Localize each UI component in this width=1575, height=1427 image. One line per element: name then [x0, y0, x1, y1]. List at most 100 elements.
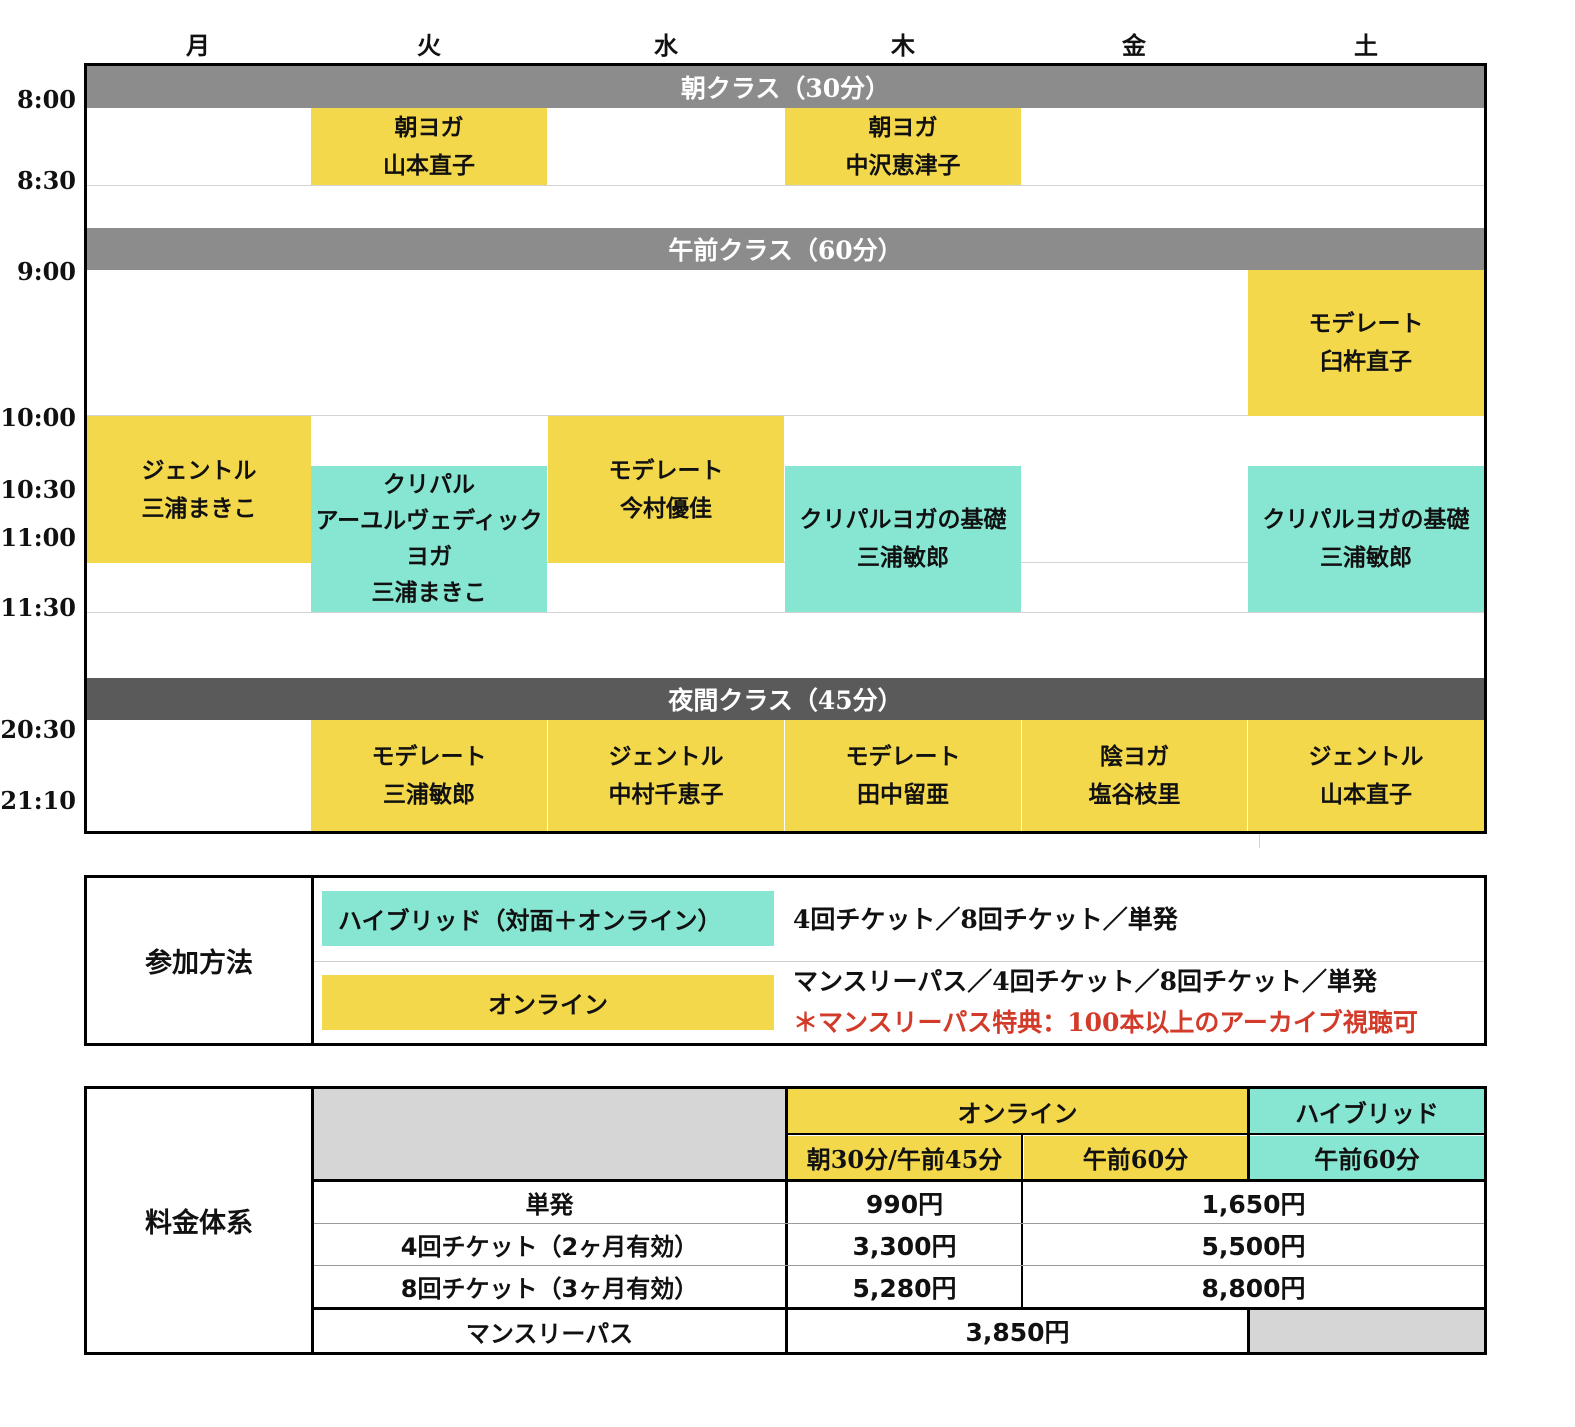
pricing-header-blank [314, 1089, 785, 1179]
class-name: モデレート [1308, 310, 1424, 337]
day-header-fri: 金 [1122, 31, 1146, 60]
col-line-3-bottom [1247, 1307, 1250, 1352]
time-label-1030: 10:30 [0, 475, 76, 504]
class-name-line2: アーユルヴェディック [315, 507, 543, 534]
class-sat-1020[interactable]: クリパルヨガの基礎 三浦敏郎 [1248, 466, 1484, 612]
price-8ticket-online-b: 8,800円 [1201, 1273, 1306, 1303]
price-4ticket-online-a: 3,300円 [852, 1231, 957, 1261]
class-name: モデレート [371, 742, 487, 770]
hybrid-col-header: 午前60分 [1250, 1136, 1484, 1179]
class-name: 陰ヨガ [1100, 742, 1169, 770]
time-label-1130: 11:30 [0, 593, 76, 622]
price-8ticket-online-a: 5,280円 [852, 1273, 957, 1303]
class-name: ジェントル [141, 456, 257, 484]
time-label-1100: 11:00 [0, 523, 76, 552]
class-thu-night[interactable]: モデレート 田中留亜 [785, 720, 1021, 831]
class-teacher: 山本直子 [1320, 780, 1412, 808]
time-label-1000: 10:00 [0, 403, 76, 432]
band-night: 夜間クラス（45分） [87, 678, 1484, 720]
price-monthly-online: 3,850円 [965, 1318, 1070, 1347]
pricing-label: 料金体系 [145, 1208, 253, 1239]
class-thu-morning[interactable]: 朝ヨガ 中沢恵津子 [785, 108, 1021, 185]
class-name: クリパルヨガの基礎 [799, 506, 1007, 533]
class-tue-1020[interactable]: クリパル アーユルヴェディック ヨガ 三浦まきこ [311, 466, 547, 612]
day-header-mon: 月 [186, 31, 210, 60]
hybrid-method-tickets: 4回チケット／8回チケット／単発 [793, 905, 1178, 934]
participation-label: 参加方法 [145, 948, 253, 979]
price-row-8ticket-name: 8回チケット（3ヶ月有効） [400, 1275, 699, 1303]
grid-stub [1259, 830, 1260, 848]
row-line-monthly [314, 1307, 1484, 1310]
class-teacher: 中村千恵子 [608, 780, 724, 808]
time-label-2030: 20:30 [0, 715, 76, 744]
hybrid-method-badge: ハイブリッド（対面＋オンライン） [322, 891, 774, 946]
class-teacher: 臼杵直子 [1320, 348, 1412, 375]
class-name-line1: クリパル [383, 471, 475, 498]
class-teacher: 山本直子 [383, 151, 475, 179]
class-teacher: 三浦敏郎 [383, 780, 475, 808]
band-forenoon: 午前クラス（60分） [87, 228, 1484, 270]
online-header: オンライン [788, 1089, 1247, 1133]
class-name-line3: ヨガ [406, 543, 452, 570]
header-line-bottom [314, 1179, 1484, 1182]
time-label-0900: 9:00 [17, 257, 76, 286]
online-method-badge: オンライン [322, 975, 774, 1030]
header-line-mid [785, 1133, 1484, 1135]
row-line-1 [314, 1223, 1484, 1224]
online-col-b-header: 午前60分 [1024, 1136, 1247, 1179]
band-morning: 朝クラス（30分） [87, 66, 1484, 108]
class-name: モデレート [608, 456, 724, 484]
hybrid-header: ハイブリッド [1250, 1089, 1484, 1133]
class-wed-1000[interactable]: モデレート 今村優佳 [548, 416, 784, 563]
row-line-2 [314, 1265, 1484, 1266]
monthly-pass-note: ＊マンスリーパス特典：100本以上のアーカイブ視聴可 [793, 1008, 1418, 1037]
class-name: モデレート [845, 742, 961, 770]
class-sat-night[interactable]: ジェントル 山本直子 [1248, 720, 1484, 831]
price-row-single-name: 単発 [525, 1191, 574, 1219]
day-header-thu: 木 [891, 31, 915, 60]
class-teacher: 中沢恵津子 [845, 151, 961, 179]
grid-line-1130 [87, 612, 1484, 613]
pricing-divider [311, 1089, 314, 1352]
online-col-a-header: 朝30分/午前45分 [788, 1136, 1021, 1179]
class-name: ジェントル [608, 742, 724, 770]
time-label-0800: 8:00 [17, 85, 76, 114]
class-name: 朝ヨガ [394, 113, 464, 141]
day-header-tue: 火 [417, 31, 441, 60]
class-teacher: 塩谷枝里 [1088, 780, 1181, 808]
grid-line-0830 [87, 185, 1484, 186]
class-thu-1020[interactable]: クリパルヨガの基礎 三浦敏郎 [785, 466, 1021, 612]
price-4ticket-online-b: 5,500円 [1201, 1231, 1306, 1261]
class-name: ジェントル [1308, 742, 1424, 770]
class-teacher: 三浦まきこ [371, 579, 487, 606]
grid-line-1000 [87, 415, 1484, 416]
class-tue-morning[interactable]: 朝ヨガ 山本直子 [311, 108, 547, 185]
participation-divider [311, 878, 314, 1043]
class-sat-0900[interactable]: モデレート 臼杵直子 [1248, 270, 1484, 416]
price-single-online-a: 990円 [865, 1189, 944, 1219]
class-wed-night[interactable]: ジェントル 中村千恵子 [548, 720, 784, 831]
price-row-monthly-name: マンスリーパス [465, 1319, 634, 1348]
col-line-1 [785, 1089, 788, 1352]
participation-row-divider [314, 961, 1484, 962]
time-label-0830: 8:30 [17, 166, 76, 195]
pricing-table: 料金体系 オンライン ハイブリッド 朝30分/午前45分 午前60分 午前60分… [84, 1086, 1487, 1355]
class-teacher: 今村優佳 [620, 494, 712, 522]
class-teacher: 田中留亜 [857, 780, 949, 808]
class-teacher: 三浦敏郎 [1320, 544, 1412, 571]
class-teacher: 三浦まきこ [141, 494, 257, 522]
class-name: クリパルヨガの基礎 [1262, 506, 1470, 533]
schedule-grid: 朝クラス（30分） 午前クラス（60分） 夜間クラス（45分） 朝ヨガ 山本直子… [84, 63, 1487, 834]
day-header-sat: 土 [1354, 31, 1378, 60]
class-name: 朝ヨガ [868, 113, 938, 141]
day-header-wed: 水 [654, 31, 678, 60]
time-label-2110: 21:10 [0, 786, 76, 815]
price-monthly-hybrid-na [1250, 1310, 1484, 1352]
class-mon-1000[interactable]: ジェントル 三浦まきこ [87, 416, 311, 563]
price-row-4ticket-name: 4回チケット（2ヶ月有効） [400, 1233, 699, 1261]
participation-box: 参加方法 ハイブリッド（対面＋オンライン） 4回チケット／8回チケット／単発 オ… [84, 875, 1487, 1046]
class-fri-night[interactable]: 陰ヨガ 塩谷枝里 [1022, 720, 1247, 831]
class-tue-night[interactable]: モデレート 三浦敏郎 [311, 720, 547, 831]
class-teacher: 三浦敏郎 [857, 544, 949, 571]
online-method-tickets: マンスリーパス／4回チケット／8回チケット／単発 [793, 967, 1378, 996]
